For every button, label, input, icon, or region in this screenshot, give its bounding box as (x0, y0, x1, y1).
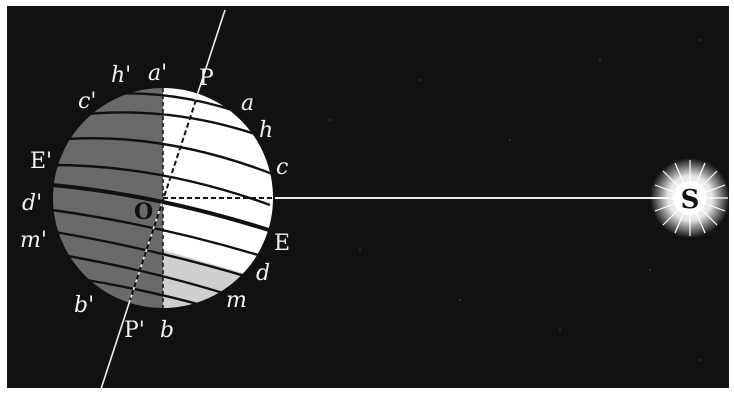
label-E: E (274, 231, 290, 256)
sun-label: S (681, 185, 700, 215)
label-c-prime: c' (78, 89, 96, 114)
label-a-prime: a' (148, 61, 167, 86)
label-h: h (259, 118, 273, 143)
label-d: d (256, 261, 270, 286)
label-a: a (241, 91, 254, 116)
label-b-prime: b' (74, 293, 94, 318)
label-b: b (160, 318, 174, 343)
label-O: O (134, 199, 153, 225)
label-E-prime: E' (30, 149, 52, 174)
label-P: P (199, 66, 214, 91)
label-P-prime: P' (124, 318, 145, 343)
label-h-prime: h' (111, 63, 131, 88)
label-c: c (276, 155, 288, 180)
label-m: m (226, 288, 247, 313)
sun: S (650, 158, 730, 238)
background-speckles (329, 39, 701, 361)
label-m-prime: m' (20, 228, 47, 253)
label-d-prime: d' (22, 191, 42, 216)
